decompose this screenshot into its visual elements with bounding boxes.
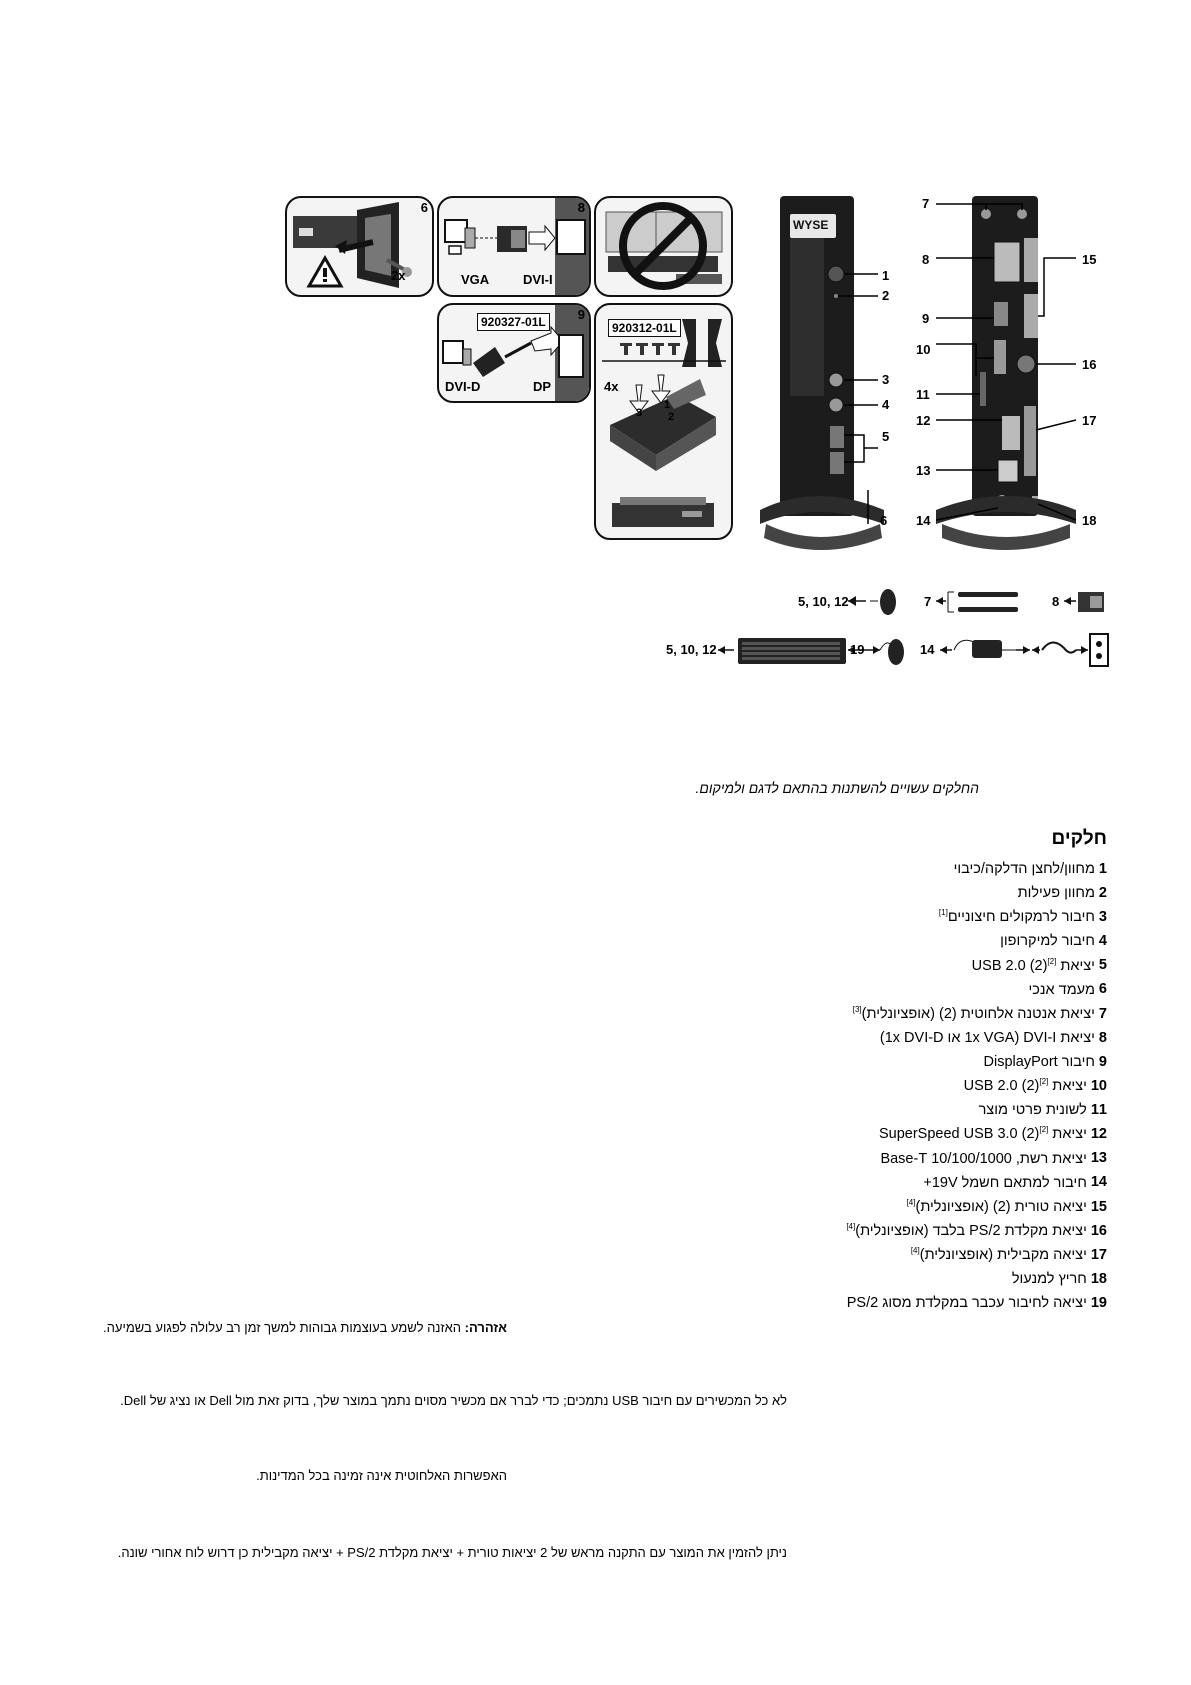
part-item: 3חיבור לרמקולים חיצוניים[1]: [938, 908, 1107, 926]
part-item: 7יציאת אנטנה אלחוטית (2) (אופציונלית)[3]: [852, 1004, 1107, 1022]
ps2-mouse-icon: [868, 639, 904, 665]
part-item: 16יציאת מקלדת PS/2 בלבד (אופציונלית)[4]: [846, 1221, 1107, 1239]
part-item: 6מעמד אנכי: [1028, 981, 1108, 998]
dp-label: DP: [533, 379, 552, 394]
part-item: 9חיבור DisplayPort: [983, 1053, 1107, 1070]
vga-label: VGA: [461, 272, 490, 287]
part-item: 15יציאה טורית (2) (אופציונלית)[4]: [906, 1197, 1107, 1215]
rear-callout-13: 13: [916, 463, 931, 478]
part-item: 11לשונית פרטי מוצר: [978, 1102, 1107, 1119]
rear-callout-8: 8: [922, 252, 930, 267]
panel-number: 6: [420, 200, 428, 215]
antenna-icon: [936, 591, 1018, 613]
step-2-label: 2: [668, 411, 675, 423]
front-callout-3: 3: [882, 372, 890, 387]
panel-stand-mount: 6 2x: [285, 196, 434, 297]
accessory-antenna-label: 7: [924, 594, 932, 609]
horizontal-stand-illustration: [602, 319, 726, 527]
rear-callout-10: 10: [916, 342, 931, 357]
accessory-power-label: 14: [920, 642, 935, 657]
rear-callout-15: 15: [1082, 252, 1097, 267]
part-item: 2מחוון פעילות: [1017, 884, 1107, 901]
part-item: 10יציאת USB 2.0 (2)[2]: [963, 1077, 1107, 1094]
usb-note: לא כל המכשירים עם חיבור USB נתמכים; כדי …: [120, 1393, 787, 1408]
part-number-dp: 920327-01L: [477, 313, 550, 331]
part-item: 17יציאה מקבילית (אופציונלית)[4]: [910, 1246, 1107, 1263]
device-front-view: [760, 196, 884, 550]
accessory-adapter-label: 8: [1052, 594, 1060, 609]
dvi-i-label: DVI-I: [523, 272, 553, 287]
part-item: 1מחוון/לחצן הדלקה/כיבוי: [953, 860, 1107, 877]
accessory-mouse-label: 5, 10, 12: [798, 594, 849, 609]
warning-text: האזנה לשמע בעוצמות גבוהות למשך זמן רב על…: [103, 1320, 465, 1335]
device-rear-view: [936, 196, 1076, 550]
panel-horizontal-stand: 920312-01L 4x 1 2 3: [594, 303, 733, 540]
keyboard-ps2-callout: 19: [850, 642, 865, 657]
keyboard-icon: [718, 638, 868, 664]
dp-adapter-illustration: [442, 305, 589, 401]
wyse-logo-text: WYSE: [793, 218, 829, 232]
step-3-label: 3: [636, 407, 643, 419]
wireless-note: האפשרות האלחוטית אינה זמינה בכל המדינות.: [256, 1468, 507, 1483]
part-item: 18חריץ למנעול: [1011, 1270, 1107, 1287]
panel-number: 9: [577, 307, 585, 322]
figure-caption: החלקים עשויים להשתנות בהתאם לדגם ולמיקום…: [695, 780, 980, 796]
rear-callout-17: 17: [1082, 413, 1097, 428]
rear-callout-11: 11: [916, 387, 930, 402]
power-adapter-icon: [940, 633, 1109, 667]
part-item: 5יציאת USB 2.0 (2)[2]: [971, 956, 1107, 974]
part-item: 12יציאת SuperSpeed USB 3.0 (2)[2]: [878, 1125, 1107, 1143]
panel-number: 8: [577, 200, 585, 215]
vga-adapter-illustration: [444, 198, 589, 295]
rear-callout-18: 18: [1082, 513, 1097, 528]
screw-count-label-4: 4x: [604, 379, 619, 394]
vga-dvi-adapter-icon: [1064, 592, 1104, 612]
panel-vga-adapter: 8 VGA DVI-I: [437, 196, 591, 297]
panel-dp-adapter: 9 920327-01L DVI-D DP: [437, 303, 591, 403]
parts-title: חלקים: [1051, 828, 1107, 849]
mouse-usb-icon: [848, 589, 896, 615]
rear-callout-12: 12: [916, 413, 931, 428]
dvi-d-label: DVI-D: [445, 379, 481, 394]
front-callout-4: 4: [882, 397, 890, 412]
accessory-keyboard-label: 5, 10, 12: [666, 642, 717, 657]
part-item: 8יציאת DVI-I (1x VGA או 1x DVI-D): [879, 1029, 1107, 1046]
rear-callout-9: 9: [922, 311, 930, 326]
panel-no-stacking: [594, 196, 733, 297]
part-item: 4חיבור למיקרופון: [1000, 933, 1107, 950]
front-callout-2: 2: [882, 288, 890, 303]
no-stacking-illustration: [605, 202, 723, 290]
warning-label: אזהרה:: [464, 1320, 507, 1335]
screw-count-label: 2x: [391, 268, 406, 283]
warning-note: אזהרה: האזנה לשמע בעוצמות גבוהות למשך זמ…: [87, 1320, 507, 1335]
part-number-stand: 920312-01L: [608, 319, 681, 337]
front-callout-5: 5: [882, 429, 890, 444]
step-1-label: 1: [664, 399, 671, 411]
front-callout-1: 1: [882, 268, 890, 283]
rear-callout-16: 16: [1082, 357, 1097, 372]
stand-mount-illustration: [293, 202, 412, 288]
front-callout-6: 6: [880, 513, 888, 528]
part-item: 19יציאה לחיבור עכבר במקלדת מסוג PS/2: [846, 1295, 1107, 1312]
parts-list: 1מחוון/לחצן הדלקה/כיבוי 2מחוון פעילות 3ח…: [547, 855, 1107, 1313]
rear-callout-14: 14: [916, 513, 931, 528]
rear-callout-7: 7: [922, 196, 930, 211]
part-item: 14חיבור למתאם חשמל 19V+: [923, 1174, 1107, 1191]
ports-note: ניתן להזמין את המוצר עם התקנה מראש של 2 …: [117, 1545, 787, 1560]
part-item: 13יציאת רשת, 10/100/1000 Base-T: [880, 1150, 1107, 1167]
